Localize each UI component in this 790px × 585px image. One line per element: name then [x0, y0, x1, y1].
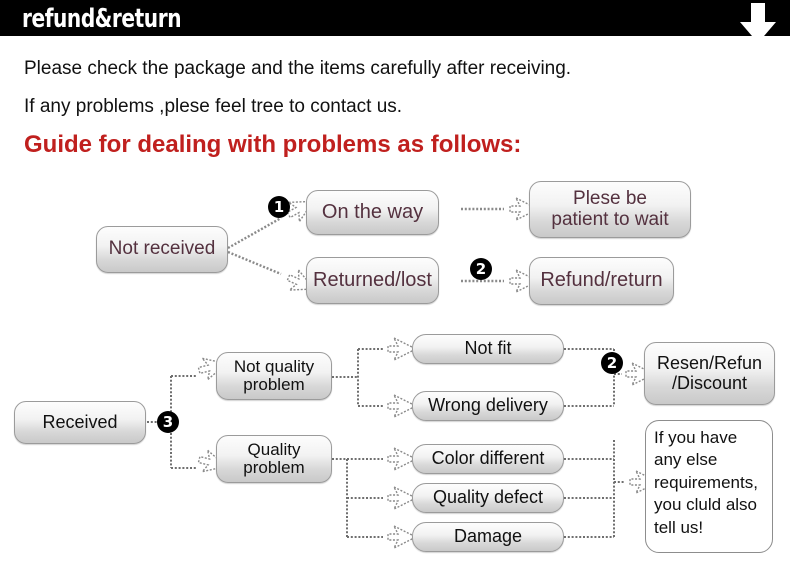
note-line-1: If you have	[654, 428, 738, 447]
connector-quality-issues	[332, 447, 417, 549]
box-issue-damage-label: Damage	[453, 526, 523, 547]
box-issue-color-different[interactable]: Color different	[412, 444, 564, 474]
box-please-be-patient-line-1: Plese be	[573, 187, 647, 209]
box-issue-not-fit[interactable]: Not fit	[412, 334, 564, 364]
arrow-notreceived-returnedlost	[227, 250, 320, 300]
box-returned-lost-label: Returned/lost	[313, 268, 432, 291]
down-arrow-icon	[740, 3, 776, 43]
box-on-the-way-label: On the way	[321, 200, 424, 223]
note-line-3: requirements,	[654, 472, 758, 492]
box-quality-problem-line-2: problem	[243, 458, 305, 477]
box-on-the-way[interactable]: On the way	[306, 190, 439, 235]
box-received-label: Received	[42, 411, 118, 432]
intro-line-1: Please check the package and the items c…	[24, 58, 572, 79]
box-resend-refund-discount-line-1: Resen/Refun	[656, 353, 763, 374]
box-not-received[interactable]: Not received	[96, 226, 228, 273]
box-refund-return-label: Refund/return	[540, 269, 663, 292]
box-resend-refund-discount-line-2: /Discount	[671, 372, 748, 393]
note-line-2: any else	[654, 450, 718, 470]
intro-line-2: If any problems ,plese feel tree to cont…	[24, 96, 403, 117]
box-refund-return[interactable]: Refund/return	[529, 257, 674, 305]
box-issue-damage[interactable]: Damage	[412, 522, 564, 552]
badge-step-2-top: 2	[470, 258, 492, 280]
box-issue-wrong-delivery-label: Wrong delivery	[428, 395, 548, 416]
box-please-be-patient-line-2: patient to wait	[551, 208, 669, 230]
connector-issues-note	[564, 440, 659, 538]
box-not-quality-problem-line-2: problem	[243, 375, 305, 394]
header-bar	[0, 0, 790, 36]
note-line-5: tell us!	[654, 517, 704, 537]
note-line-4: you cluld also	[654, 495, 758, 515]
box-not-quality-problem[interactable]: Not quality problem	[216, 352, 332, 400]
box-issue-not-fit-label: Not fit	[464, 338, 512, 359]
box-note-extra-requirements[interactable]: If you have any else requirements, you c…	[645, 420, 773, 553]
box-received[interactable]: Received	[14, 401, 146, 444]
box-quality-problem-line-1: Quality	[247, 439, 301, 459]
box-not-received-label: Not received	[108, 238, 216, 260]
badge-step-2-bottom: 2	[601, 352, 623, 374]
box-resend-refund-discount[interactable]: Resen/Refun /Discount	[644, 342, 775, 405]
box-please-be-patient[interactable]: Plese be patient to wait	[529, 181, 691, 238]
box-issue-quality-defect[interactable]: Quality defect	[412, 483, 564, 513]
box-issue-color-different-label: Color different	[431, 448, 545, 469]
badge-step-3: 3	[157, 411, 179, 433]
box-returned-lost[interactable]: Returned/lost	[306, 257, 439, 304]
page-title: refund&return	[22, 4, 182, 34]
box-quality-problem[interactable]: Quality problem	[216, 435, 332, 483]
arrow-ontheway-patient	[461, 197, 539, 221]
connector-notquality-issues	[332, 337, 417, 418]
guide-heading: Guide for dealing with problems as follo…	[24, 131, 522, 158]
box-issue-quality-defect-label: Quality defect	[432, 487, 544, 508]
badge-step-1: 1	[268, 196, 290, 218]
box-not-quality-problem-line-1: Not quality	[233, 356, 315, 376]
box-issue-wrong-delivery[interactable]: Wrong delivery	[412, 391, 564, 421]
